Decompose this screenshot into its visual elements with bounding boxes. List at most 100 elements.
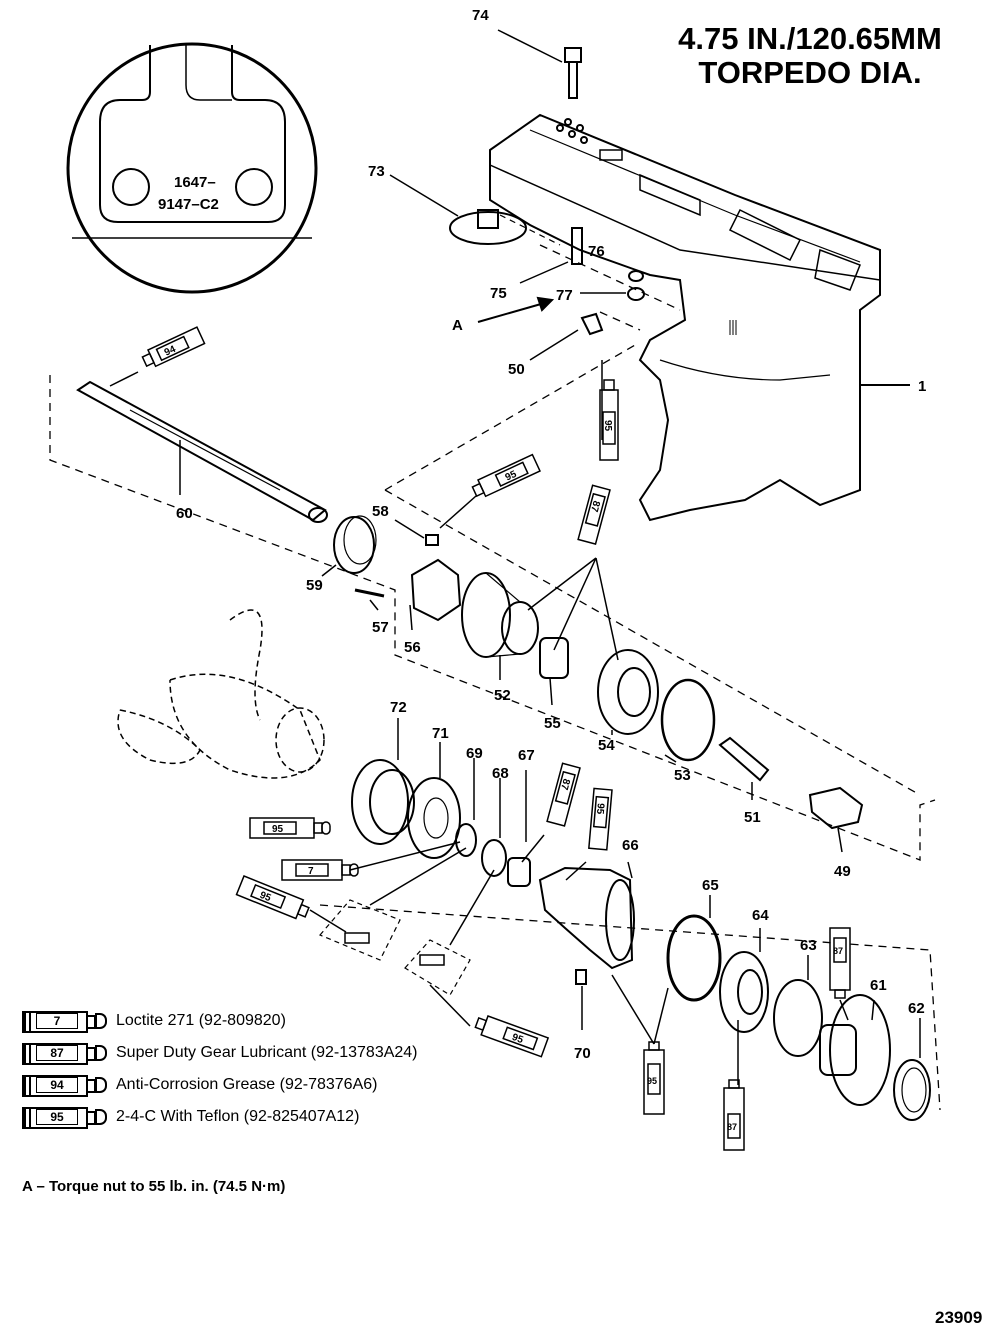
tube-95-left-b: 95 <box>235 875 310 920</box>
label-part-67: 67 <box>518 747 535 764</box>
label-part-57: 57 <box>372 619 389 636</box>
label-part-72: 72 <box>390 699 407 716</box>
label-part-58: 58 <box>372 503 389 520</box>
svg-text:87: 87 <box>558 777 572 791</box>
label-part-61: 61 <box>870 977 887 994</box>
svg-text:7: 7 <box>308 866 314 877</box>
label-part-69: 69 <box>466 745 483 762</box>
tube-95-lower: 95 <box>643 1041 665 1115</box>
legend-text: 2-4-C With Teflon (92-825407A12) <box>116 1108 360 1125</box>
tapered-bearing-54: 54 <box>597 649 659 754</box>
tube-95-left-a: 95 <box>249 817 331 839</box>
label-part-53: 53 <box>674 767 691 784</box>
title-line-2: TORPEDO DIA. <box>698 55 922 90</box>
o-ring-65: 65 <box>666 877 722 1002</box>
legend-row: 87 Super Duty Gear Lubricant (92-13783A2… <box>22 1037 418 1069</box>
label-part-52: 52 <box>494 687 511 704</box>
svg-text:87: 87 <box>727 1122 737 1132</box>
torque-note: A – Torque nut to 55 lb. in. (74.5 N·m) <box>22 1178 286 1195</box>
label-part-68: 68 <box>492 765 509 782</box>
label-part-70: 70 <box>574 1045 591 1062</box>
tube-87-center: 87 <box>546 762 581 827</box>
legend-text: Super Duty Gear Lubricant (92-13783A24) <box>116 1044 418 1061</box>
label-part-60: 60 <box>176 505 193 522</box>
lubricant-tubes: 94 95 95 87 95 7 95 <box>141 326 851 1151</box>
legend-row: 95 2-4-C With Teflon (92-825407A12) <box>22 1101 418 1133</box>
seal-detail-boxes <box>319 847 495 996</box>
label-part-50: 50 <box>508 361 525 378</box>
tube-87-mid: 87 <box>577 484 611 546</box>
label-part-65: 65 <box>702 877 719 894</box>
trim-tab-73: 73 <box>368 163 561 246</box>
diagram-title: 4.75 IN./120.65MM TORPEDO DIA. <box>640 22 980 90</box>
label-part-1: 1 <box>918 378 926 395</box>
bearing-cup-62: 62 <box>893 1000 931 1121</box>
clutch-parts: 58 57 56 <box>354 503 462 656</box>
svg-text:95: 95 <box>272 824 284 835</box>
assembly-lines <box>49 244 941 1111</box>
bearing-cup-59: 59 <box>306 515 377 594</box>
label-part-75: 75 <box>490 285 507 302</box>
svg-text:95: 95 <box>647 1076 657 1086</box>
label-part-59: 59 <box>306 577 323 594</box>
title-line-1: 4.75 IN./120.65MM <box>678 21 942 56</box>
legend-row: 94 Anti-Corrosion Grease (92-78376A6) <box>22 1069 418 1101</box>
inset-code-line-2: 9147–C2 <box>158 196 219 213</box>
o-ring-53: 53 <box>660 678 716 784</box>
label-part-71: 71 <box>432 725 449 742</box>
washer-63: 63 <box>773 937 823 1057</box>
forward-gear-52: 52 <box>461 572 539 704</box>
tube-icon: 94 <box>22 1073 108 1097</box>
fasteners-75-77: 75 76 77 A 50 <box>452 227 645 378</box>
tube-95-center: 95 <box>588 787 613 851</box>
label-part-54: 54 <box>598 737 615 754</box>
label-part-77: 77 <box>556 287 573 304</box>
svg-text:95: 95 <box>594 803 606 815</box>
reverse-gear-61: 61 <box>819 977 891 1106</box>
tube-7: 7 <box>281 859 359 881</box>
legend-text: Loctite 271 (92-809820) <box>116 1012 286 1029</box>
washer-71: 71 <box>407 725 461 859</box>
label-part-56: 56 <box>404 639 421 656</box>
label-part-74: 74 <box>472 7 489 24</box>
label-part-73: 73 <box>368 163 385 180</box>
tube-87-lower: 87 <box>723 1079 745 1151</box>
svg-text:87: 87 <box>833 946 843 956</box>
tube-icon: 95 <box>22 1105 108 1129</box>
inset-detail: 1647– 9147–C2 <box>66 42 318 294</box>
label-part-51: 51 <box>744 809 761 826</box>
tube-87-right: 87 <box>829 927 851 999</box>
tube-leader-lines <box>109 360 849 1085</box>
cam-51: 51 <box>718 736 770 826</box>
label-part-64: 64 <box>752 907 769 924</box>
svg-text:95: 95 <box>510 1032 525 1046</box>
gear-housing: 1 <box>489 113 926 522</box>
bearing-72: 72 <box>351 699 415 845</box>
svg-text:95: 95 <box>258 890 273 905</box>
bearing-carrier-66: 66 70 <box>538 837 639 1062</box>
bolt-74: 74 <box>472 7 582 99</box>
legend-text: Anti-Corrosion Grease (92-78376A6) <box>116 1076 378 1093</box>
legend-row: 7 Loctite 271 (92-809820) <box>22 1005 418 1037</box>
label-part-49: 49 <box>834 863 851 880</box>
tube-icon: 87 <box>22 1041 108 1065</box>
label-part-62: 62 <box>908 1000 925 1017</box>
label-part-66: 66 <box>622 837 639 854</box>
label-part-55: 55 <box>544 715 561 732</box>
tube-95-mid: 95 <box>471 453 541 498</box>
label-part-76: 76 <box>588 243 605 260</box>
tube-94-top: 94 <box>141 326 206 368</box>
tube-icon: 7 <box>22 1009 108 1033</box>
svg-text:87: 87 <box>588 499 602 513</box>
inset-code-line-1: 1647– <box>174 174 216 191</box>
bearing-64: 64 <box>719 907 769 1033</box>
svg-text:94: 94 <box>163 344 178 359</box>
roller-bearing-55: 55 <box>539 637 569 732</box>
shift-cam-49: 49 <box>808 786 864 880</box>
tube-95-upper: 95 <box>599 379 619 461</box>
label-part-63: 63 <box>800 937 817 954</box>
tube-95-lower-left: 95 <box>474 1015 550 1058</box>
svg-text:95: 95 <box>504 469 519 484</box>
figure-number: 23909 <box>935 1308 983 1327</box>
